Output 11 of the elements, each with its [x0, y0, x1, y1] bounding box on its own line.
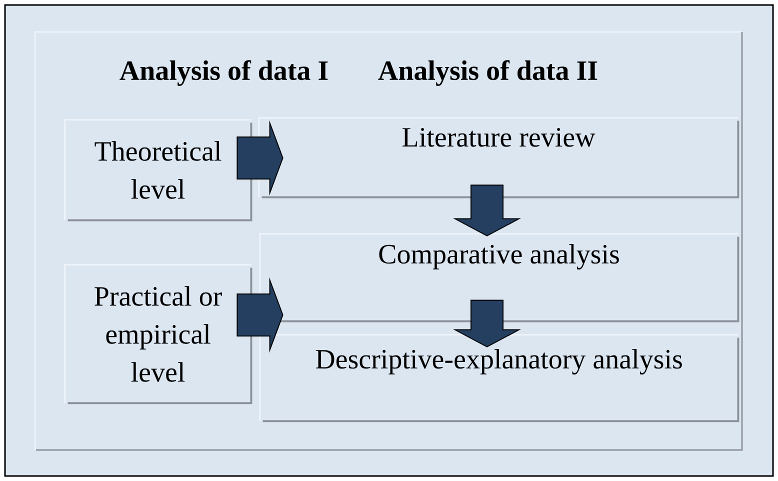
column-heading: Analysis of data I — [120, 60, 328, 86]
process-box: Theoretical level — [64, 119, 252, 222]
process-box: Descriptive-explanatory analysis — [259, 334, 740, 422]
process-box: Practical or empirical level — [64, 264, 252, 404]
block-arrow — [236, 277, 284, 353]
process-box: Comparative analysis — [259, 233, 740, 322]
block-arrow — [236, 120, 284, 196]
process-box: Literature review — [258, 117, 740, 198]
block-arrow — [453, 184, 522, 236]
block-arrow — [453, 300, 522, 348]
column-heading: Analysis of data II — [378, 60, 598, 86]
